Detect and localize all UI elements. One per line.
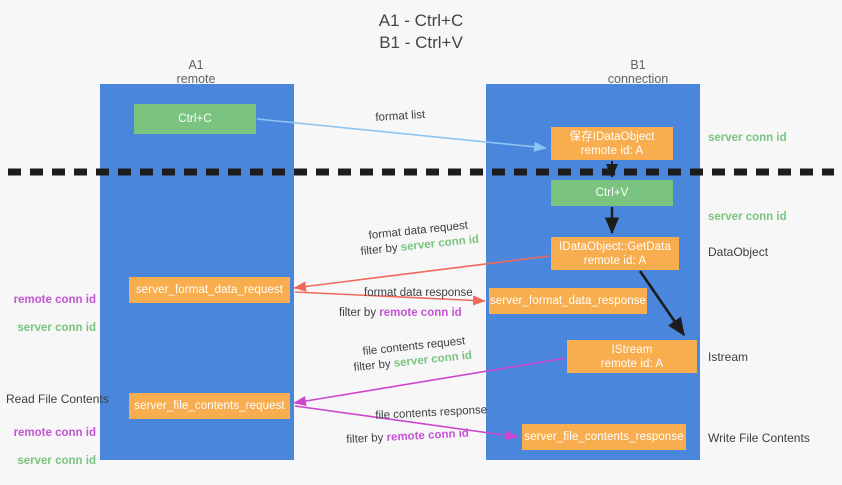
- label-file-contents-response: file contents response: [375, 404, 488, 422]
- note-write-file-contents: Write File Contents: [708, 431, 810, 445]
- remote-conn-id-text: remote conn id: [386, 427, 470, 444]
- note-dataobject: DataObject: [708, 245, 769, 259]
- note-istream: Istream: [708, 350, 749, 364]
- note-server-conn-id-mid: server conn id: [708, 211, 787, 223]
- label-filter-by-remote-conn-id-2: filter by remote conn id: [346, 427, 469, 448]
- box-ctrl-v[interactable]: Ctrl+V: [551, 180, 673, 206]
- column-header-a1: A1 remote: [176, 58, 216, 86]
- filter-by-text: filter by: [346, 431, 387, 446]
- box-server-file-contents-request[interactable]: server_file_contents_request: [129, 393, 290, 419]
- label-format-data-response: format data response: [364, 287, 473, 299]
- note-remote-conn-id-1: remote conn id: [13, 294, 96, 306]
- filter-by-text: filter by: [339, 307, 380, 319]
- note-server-conn-id-1: server conn id: [17, 322, 96, 334]
- note-conn-ids-lower: remote conn id server conn id: [8, 412, 96, 482]
- page-title: A1 - Ctrl+C B1 - Ctrl+V: [378, 11, 464, 52]
- note-remote-conn-id-2: remote conn id: [13, 427, 96, 439]
- box-server-file-contents-response[interactable]: server_file_contents_response: [522, 424, 686, 450]
- box-idataobject-getdata[interactable]: IDataObject::GetData remote id: A: [551, 237, 679, 270]
- box-server-format-data-request[interactable]: server_format_data_request: [129, 277, 290, 303]
- note-read-file-contents: Read File Contents: [6, 392, 109, 406]
- note-conn-ids-upper: remote conn id server conn id: [8, 279, 96, 349]
- box-server-format-data-response[interactable]: server_format_data_response: [489, 288, 647, 314]
- remote-conn-id-text: remote conn id: [379, 307, 462, 319]
- box-ctrl-c[interactable]: Ctrl+C: [134, 104, 256, 134]
- box-idataobject[interactable]: 保存IDataObject remote id: A: [551, 127, 673, 160]
- note-server-conn-id-2: server conn id: [17, 455, 96, 467]
- box-istream[interactable]: IStream remote id: A: [567, 340, 697, 373]
- label-filter-by-remote-conn-id-1: filter by remote conn id: [339, 306, 462, 321]
- column-header-b1: B1 connection: [607, 58, 669, 86]
- filter-by-text: filter by: [353, 357, 395, 374]
- label-format-list: format list: [375, 108, 426, 124]
- note-server-conn-id-top: server conn id: [708, 132, 787, 144]
- filter-by-text: filter by: [360, 241, 402, 258]
